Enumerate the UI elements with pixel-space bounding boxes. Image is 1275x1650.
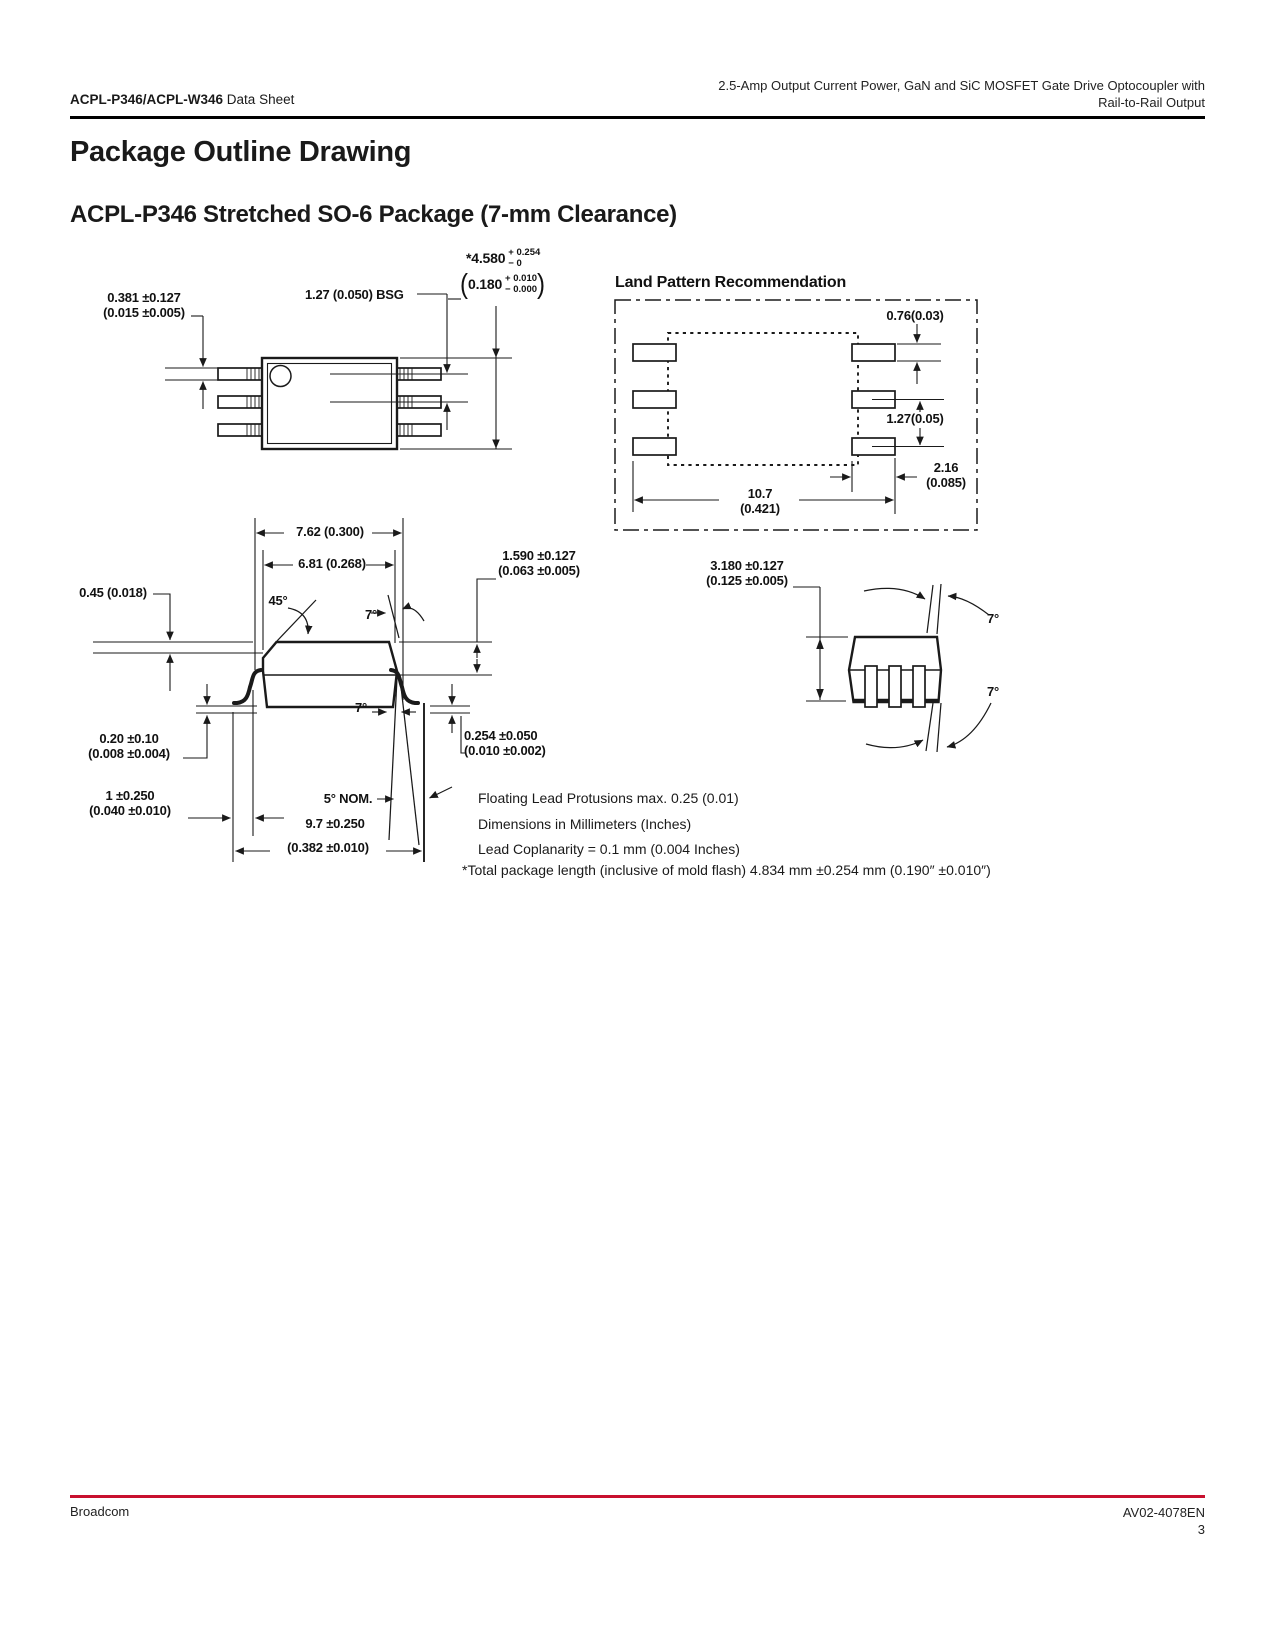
- dim-draft-angle-top-label: 7°: [986, 611, 1000, 626]
- dim-body-width-outer-label: 7.62 (0.300): [296, 524, 364, 539]
- dim-span-mm-label: 9.7 ±0.250: [305, 816, 365, 831]
- footer-meta: AV02-4078EN 3: [805, 1504, 1205, 1538]
- header-description-line1: 2.5-Amp Output Current Power, GaN and Si…: [718, 78, 1205, 93]
- dim-foot-length-label: 1 ±0.250 (0.040 ±0.010): [89, 788, 171, 819]
- dim-mid-lead-angle-label: 7°: [354, 700, 368, 715]
- dim-pad-width-label: 2.16 (0.085): [926, 460, 966, 491]
- dim-shoulder-ref-label: 0.45 (0.018): [79, 585, 147, 600]
- header-description-line2: Rail-to-Rail Output: [1098, 94, 1205, 110]
- dim-draft-angle-bottom-label: 7°: [986, 684, 1000, 699]
- dim-lead-width-label: 0.381 ±0.127 (0.015 ±0.005): [103, 290, 185, 321]
- note-lead-coplanarity: Lead Coplanarity = 0.1 mm (0.004 Inches): [478, 841, 740, 857]
- dim-body-width-inner-label: 6.81 (0.268): [298, 556, 366, 571]
- dim-land-span-label: 10.7 (0.421): [740, 486, 780, 517]
- footer-rule: [70, 1495, 1205, 1498]
- side-view-drawing: [93, 518, 496, 862]
- header-description: 2.5-Amp Output Current Power, GaN and Si…: [605, 78, 1205, 111]
- header-product-name: ACPL-P346/ACPL-W346: [70, 92, 224, 107]
- header-doc-title: ACPL-P346/ACPL-W346 Data Sheet: [70, 92, 294, 107]
- footer-company: Broadcom: [70, 1504, 130, 1519]
- header-doc-type: Data Sheet: [223, 92, 295, 107]
- land-pattern-drawing: [614, 299, 978, 531]
- land-pattern-title: Land Pattern Recommendation: [615, 274, 847, 291]
- note-dimensions-units: Dimensions in Millimeters (Inches): [478, 816, 692, 832]
- top-view-drawing: [165, 293, 512, 451]
- dim-standoff-label: 0.20 ±0.10 (0.008 ±0.004): [88, 731, 170, 762]
- note-floating-lead: Floating Lead Protusions max. 0.25 (0.01…: [478, 790, 739, 806]
- dim-total-length-in-label: ( 0.180 + 0.010 − 0.000 ): [460, 268, 546, 300]
- footer-doc-number: AV02-4078EN: [1122, 1505, 1205, 1520]
- dim-pitch-bsg-label: 1.27 (0.050) BSG: [305, 287, 404, 302]
- dim-span-in-label: (0.382 ±0.010): [287, 840, 369, 855]
- dim-chamfer-angle-label: 45°: [268, 593, 288, 608]
- note-total-package-length: *Total package length (inclusive of mold…: [462, 862, 991, 878]
- header-rule: [70, 116, 1205, 119]
- technical-drawing-canvas: [93, 293, 992, 862]
- dim-body-height-label: 3.180 ±0.127 (0.125 ±0.005): [706, 558, 788, 589]
- dim-nominal-angle-label: 5° NOM.: [323, 791, 373, 806]
- dim-pad-height-label: 0.76(0.03): [886, 308, 944, 323]
- dim-top-lead-angle-label: 7°: [364, 607, 378, 622]
- section-subtitle: ACPL-P346 Stretched SO-6 Package (7-mm C…: [70, 201, 677, 228]
- end-view-drawing: [793, 583, 992, 753]
- dim-pad-pitch-label: 1.27(0.05): [886, 411, 944, 426]
- dim-lid-height-label: 1.590 ±0.127 (0.063 ±0.005): [498, 548, 580, 579]
- dim-lead-thickness-label: 0.254 ±0.050 (0.010 ±0.002): [464, 728, 546, 759]
- page-title: Package Outline Drawing: [70, 136, 412, 168]
- dim-total-length-mm-label: *4.580 + 0.254 − 0: [466, 247, 541, 269]
- footer-page-number: 3: [1197, 1522, 1205, 1537]
